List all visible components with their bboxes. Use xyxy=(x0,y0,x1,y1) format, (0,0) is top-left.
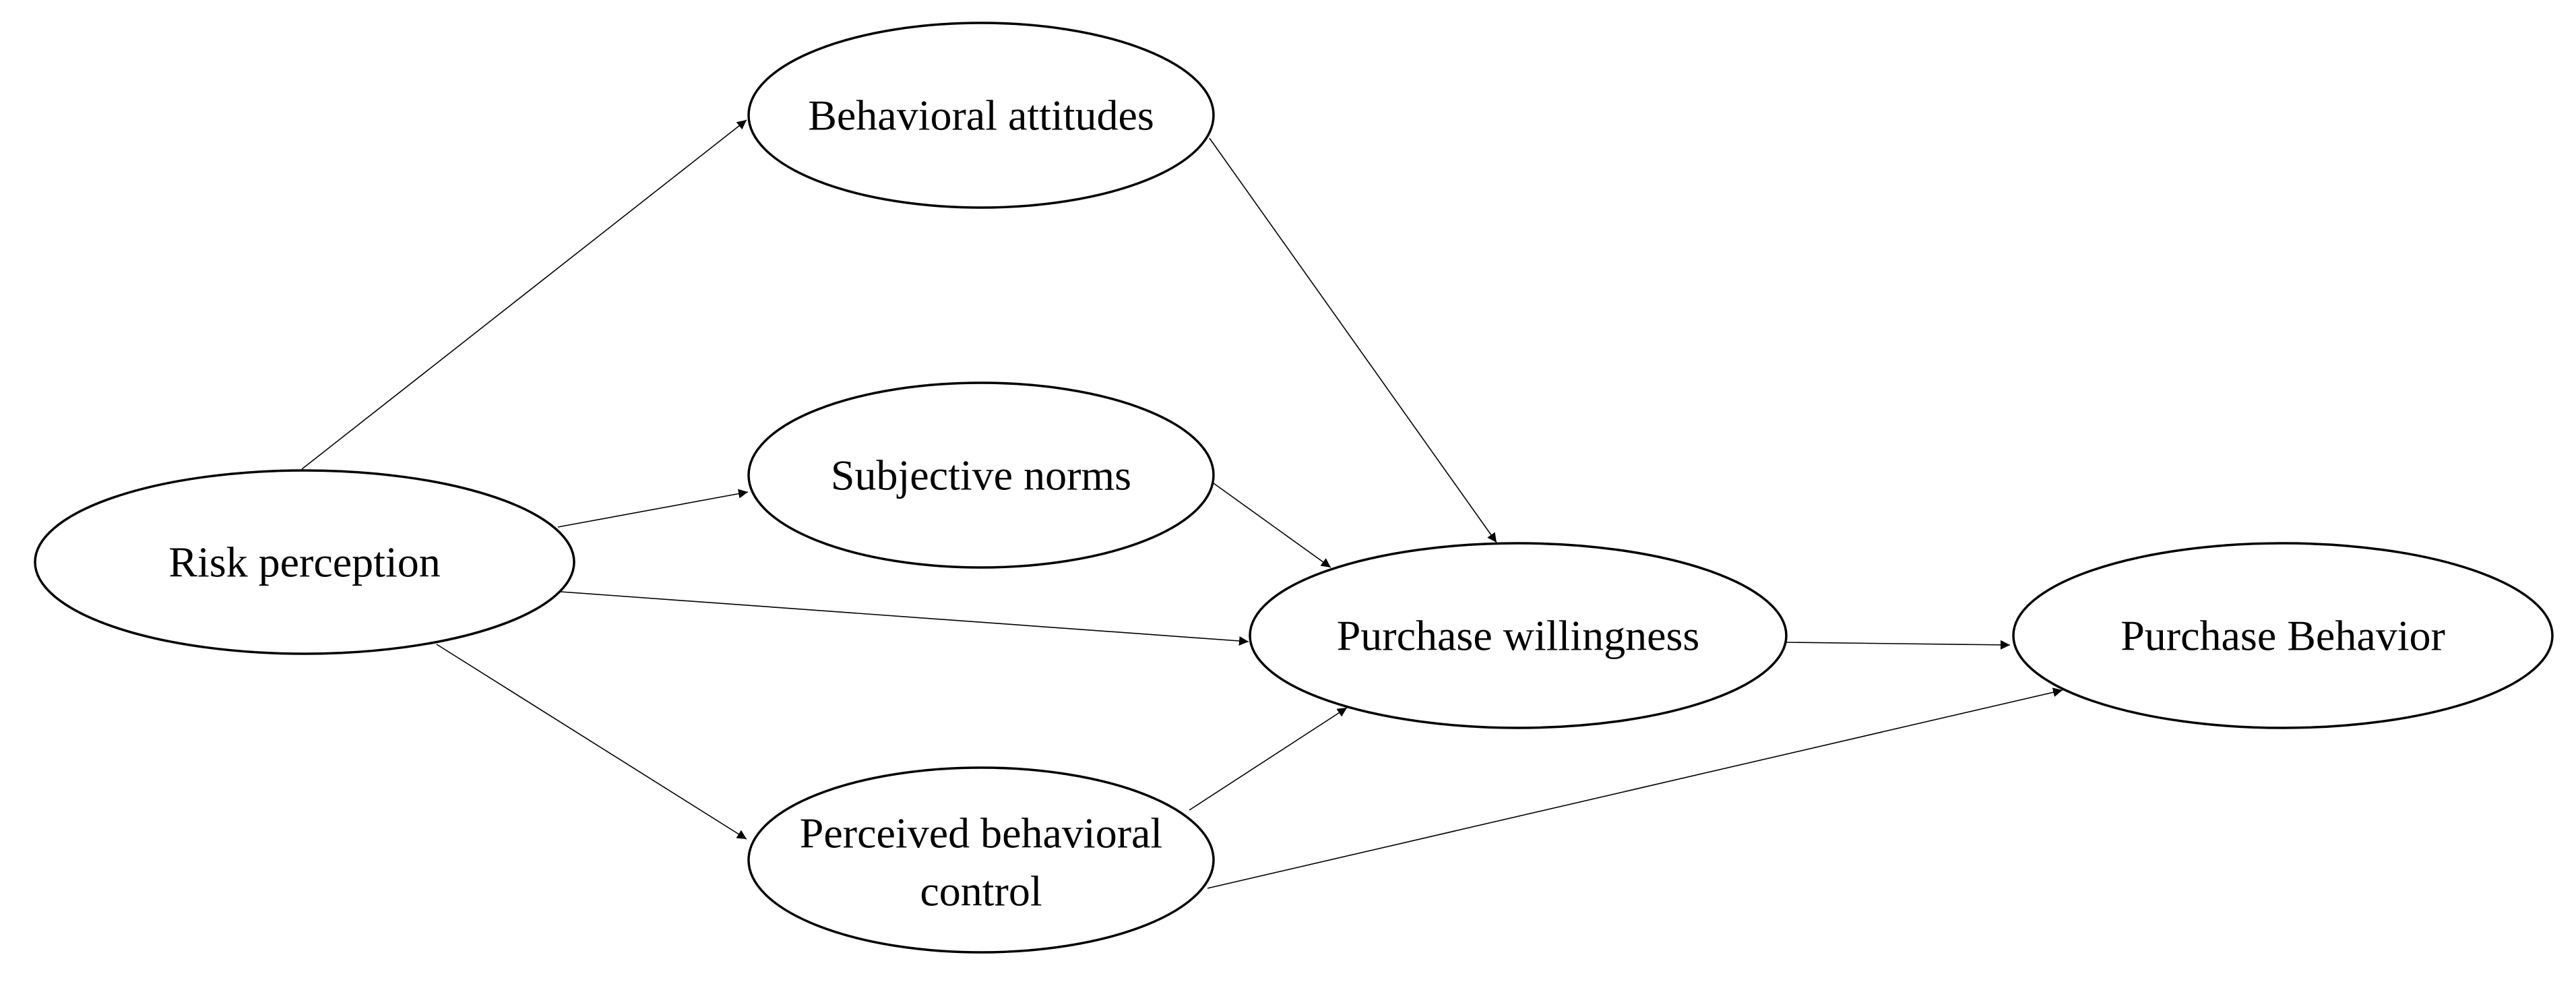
edge-purchase-willingness-to-purchase-behavior xyxy=(1784,640,2011,650)
node-purchase-behavior: Purchase Behavior xyxy=(2012,542,2554,729)
node-label-perceived-behavioral-control-line2: control xyxy=(920,867,1042,915)
node-label-subjective-norms: Subjective norms xyxy=(831,452,1131,499)
edge-subjective-norms-to-purchase-willingness xyxy=(1213,483,1331,568)
nodes-layer: Risk perception Behavioral attitudes Sub… xyxy=(34,22,2554,954)
edge-risk-perception-to-behavioral-attitudes xyxy=(301,119,747,470)
node-label-risk-perception: Risk perception xyxy=(168,539,440,586)
node-label-behavioral-attitudes: Behavioral attitudes xyxy=(808,92,1154,140)
node-risk-perception: Risk perception xyxy=(34,469,575,655)
node-subjective-norms: Subjective norms xyxy=(747,381,1215,569)
node-label-perceived-behavioral-control-line1: Perceived behavioral xyxy=(800,809,1162,857)
edge-behavioral-attitudes-to-purchase-willingness xyxy=(1209,137,1497,543)
edge-risk-perception-to-purchase-willingness xyxy=(560,591,1249,646)
edge-perceived-behavioral-control-to-purchase-behavior xyxy=(1207,687,2063,889)
node-purchase-willingness: Purchase willingness xyxy=(1249,542,1788,729)
edge-risk-perception-to-perceived-behavioral-control xyxy=(436,644,747,840)
edge-risk-perception-to-subjective-norms xyxy=(557,489,749,528)
node-perceived-behavioral-control: Perceived behavioral control xyxy=(747,766,1215,954)
node-label-purchase-behavior: Purchase Behavior xyxy=(2121,612,2445,660)
edges-layer xyxy=(301,119,2063,889)
node-behavioral-attitudes: Behavioral attitudes xyxy=(747,22,1215,209)
edge-perceived-behavioral-control-to-purchase-willingness xyxy=(1189,707,1348,811)
node-label-purchase-willingness: Purchase willingness xyxy=(1337,612,1700,660)
